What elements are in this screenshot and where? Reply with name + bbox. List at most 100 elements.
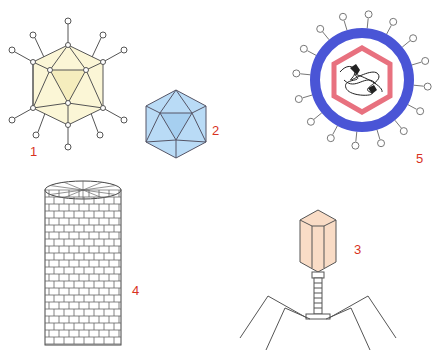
rod-brick-line [54,337,55,344]
rod-brick-line [45,239,121,240]
envelope-spike [300,45,307,52]
envelope-spike [307,51,316,56]
rod-brick-line [54,211,55,218]
rod-brick-line [114,309,115,316]
rod-brick-line [59,204,60,211]
envelope-spike [395,120,401,128]
rod-brick-line [94,253,95,260]
rod-brick-line [89,316,90,323]
rod-brick-line [89,204,90,211]
rod-brick-line [99,260,100,267]
rod-brick-line [119,232,120,239]
rod-brick-line [89,330,90,337]
callout-number: 4 [132,284,139,297]
rod-brick-line [79,204,80,211]
rod-brick-line [104,211,105,218]
rod-brick-line [69,246,70,253]
rod-brick-line [94,239,95,246]
rod-brick-line [74,281,75,288]
rod-brick-line [79,288,80,295]
rod-brick-line [94,323,95,330]
rod-brick-line [84,281,85,288]
rod-brick-line [99,204,100,211]
rod-brick-line [54,197,55,204]
rod-brick-line [45,316,121,317]
rod-brick-line [64,267,65,274]
envelope-spike [377,130,380,140]
rod-brick-line [114,295,115,302]
rod-brick-line [89,288,90,295]
rod-brick-line [119,218,120,225]
rod-brick-line [64,337,65,344]
rod-brick-line [74,239,75,246]
rod-brick-line [104,267,105,274]
rod-brick-line [45,246,121,247]
envelope-spike [417,108,424,115]
rod-brick-line [109,204,110,211]
rod-top-line [83,190,84,199]
rod-brick-line [74,267,75,274]
bacteriophage [240,210,396,350]
rod-brick-line [74,253,75,260]
rod-brick-line [104,309,105,316]
rod-brick-line [45,253,121,254]
rod-top-line [83,181,84,190]
rod-brick-line [69,302,70,309]
rod-brick-line [94,211,95,218]
rod-brick-line [54,309,55,316]
rod-brick-line [64,239,65,246]
rod-brick-line [104,323,105,330]
rod-brick-line [94,281,95,288]
rod-brick-line [59,288,60,295]
rod-brick-line [84,295,85,302]
rod-brick-line [49,232,50,239]
rod-brick-line [74,337,75,344]
envelope-spike [295,96,302,103]
envelope-spike [390,18,397,25]
rod-brick-line [49,316,50,323]
rod-brick-line [45,204,121,205]
rod-brick-line [114,197,115,204]
rod-brick-line [69,232,70,239]
rod-brick-line [45,281,121,282]
rod-brick-line [59,246,60,253]
rod-brick-line [94,295,95,302]
rod-brick-line [89,246,90,253]
rod-brick-line [45,330,121,331]
rod-brick-line [79,330,80,337]
envelope-spike [317,25,324,32]
rod-brick-line [45,337,121,338]
rod-brick-line [49,204,50,211]
rod-brick-line [84,197,85,204]
envelope-spike [293,70,300,77]
rod-brick-line [45,344,121,345]
rod-brick-line [104,337,105,344]
envelope-spike [339,13,346,20]
rod-brick-line [45,267,121,268]
rod-brick-line [49,190,50,197]
rod-brick-line [104,253,105,260]
rod-brick-line [45,218,121,219]
envelope-spike [365,11,372,18]
rod-brick-line [89,260,90,267]
rod-top-line [45,190,83,191]
rod-brick-line [104,197,105,204]
rod-brick-line [45,211,121,212]
envelope-spike [402,41,410,47]
envelope-spike [323,32,329,40]
rod-brick-line [79,218,80,225]
envelope-spike [424,83,431,90]
rod-brick-line [64,281,65,288]
rod-brick-line [89,232,90,239]
rod-brick-line [79,260,80,267]
rod-brick-line [99,232,100,239]
envelope-spike [307,118,314,125]
rod-brick-line [59,316,60,323]
rod-brick-line [54,253,55,260]
rod-brick-line [109,274,110,281]
rod-brick-line [49,288,50,295]
envelope-spike [422,57,429,64]
rod-brick-line [79,302,80,309]
rod-brick-line [49,302,50,309]
rod-brick-line [69,260,70,267]
